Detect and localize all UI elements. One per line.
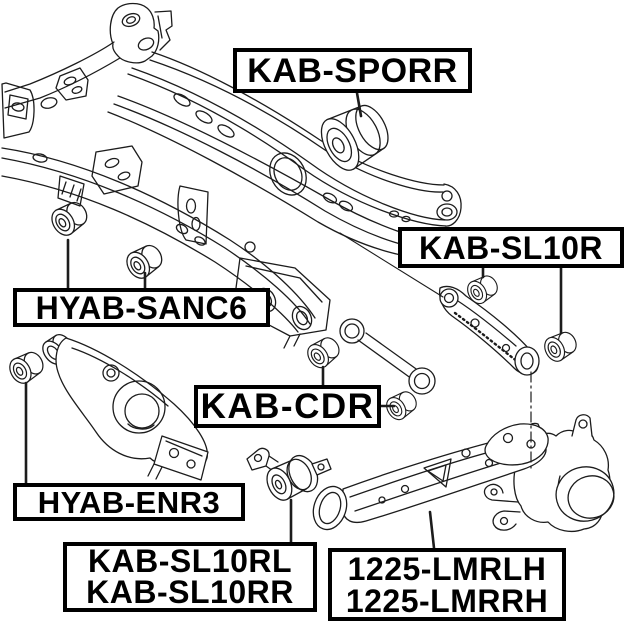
part-number-text: HYAB-ENR3 xyxy=(37,484,221,520)
part-label-hyab-sanc6[interactable]: HYAB-SANC6 xyxy=(13,288,270,327)
lower-spring-arm xyxy=(42,333,209,481)
part-label-hyab-enr3[interactable]: HYAB-ENR3 xyxy=(13,483,245,521)
part-label-1225-lmrlh-rh[interactable]: 1225-LMRLH 1225-LMRRH xyxy=(328,548,566,621)
leader-1225-lmr xyxy=(428,510,436,550)
part-label-kab-sporr[interactable]: KAB-SPORR xyxy=(233,48,472,93)
hyab-enr3-bushing xyxy=(4,346,49,388)
part-number-text: 1225-LMRRH xyxy=(345,582,549,619)
part-number-text: KAB-SL10RR xyxy=(86,574,294,610)
kab-sporr-bushing xyxy=(320,104,389,171)
part-number-text: KAB-SL10R xyxy=(418,229,604,266)
part-number-text: KAB-SPORR xyxy=(247,51,458,90)
part-label-kab-sl10rl-rr[interactable]: KAB-SL10RL KAB-SL10RR xyxy=(63,542,317,612)
part-number-text: 1225-LMRLH xyxy=(347,550,547,587)
part-number-text: KAB-SL10RL xyxy=(87,542,293,579)
leader-lines xyxy=(24,91,563,550)
lateral-rod xyxy=(339,318,436,395)
part-label-kab-sl10r[interactable]: KAB-SL10R xyxy=(398,227,624,268)
hyab-sanc6-bushing-1 xyxy=(46,196,93,241)
upper-camber-arm xyxy=(438,285,540,376)
assembly-line-upper-arm xyxy=(339,232,444,298)
trailing-arm xyxy=(312,423,549,531)
part-number-text: KAB-CDR xyxy=(200,387,375,426)
part-number-text: HYAB-SANC6 xyxy=(35,289,248,326)
leader-kab-sporr xyxy=(355,91,363,118)
part-label-kab-cdr[interactable]: KAB-CDR xyxy=(194,385,381,428)
kab-sl10rl-bushing xyxy=(246,447,332,501)
kab-cdr-bushing-1 xyxy=(302,332,345,373)
